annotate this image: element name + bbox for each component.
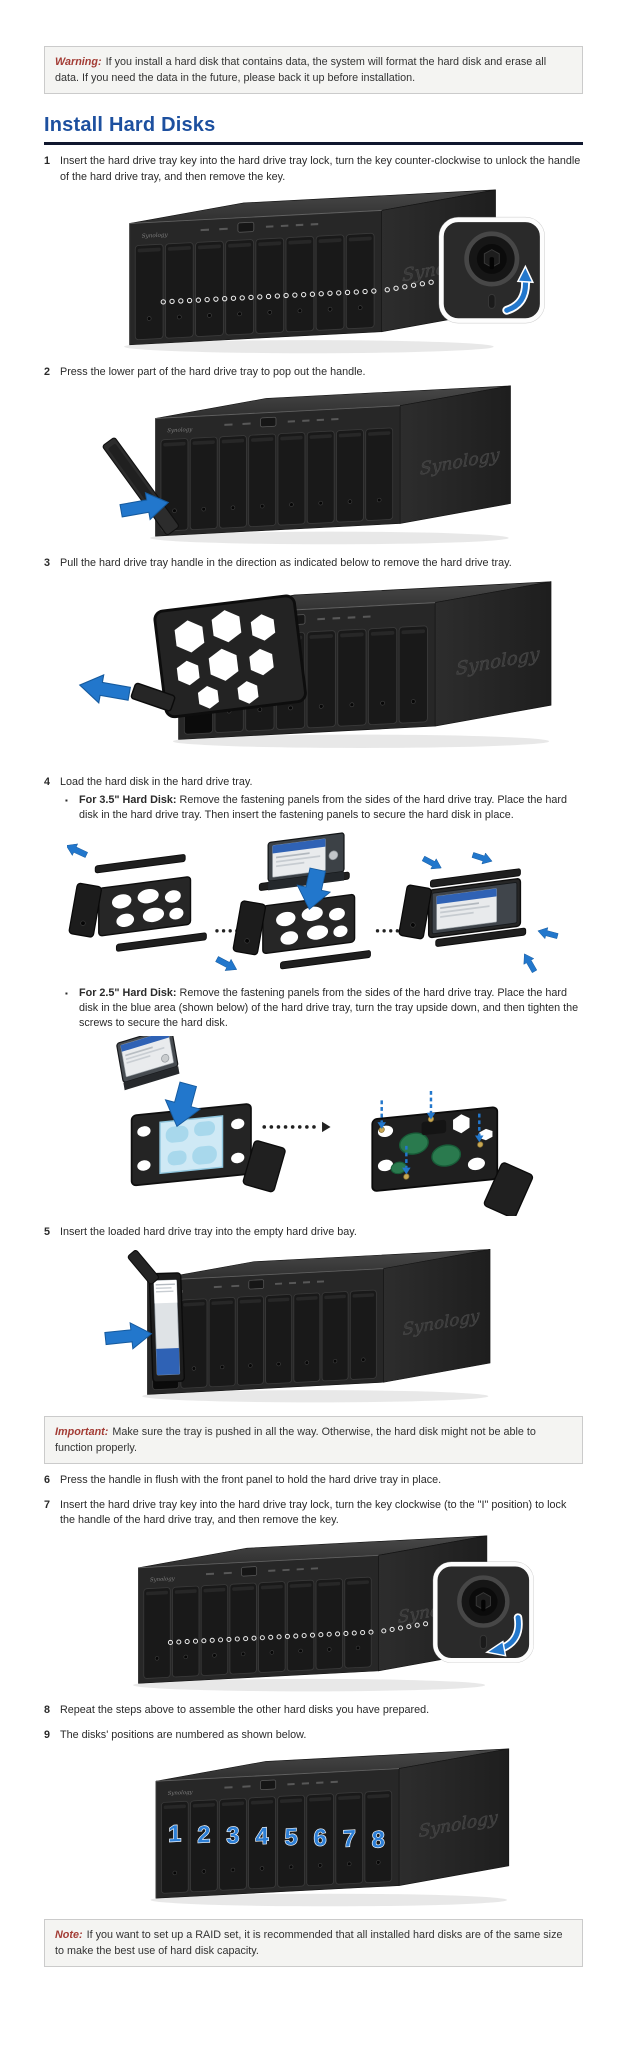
step-4-bullet-25: ▪ For 2.5" Hard Disk:Remove the fastenin… [65, 986, 583, 1032]
step-2-number: 2 [44, 366, 51, 379]
note-label: Note: [55, 1929, 83, 1941]
step-4-number: 4 [44, 775, 51, 788]
svg-text:5: 5 [285, 1823, 298, 1850]
svg-text:Synology: Synology [141, 232, 168, 239]
important-box: Important:Make sure the tray is pushed i… [44, 1415, 583, 1465]
section-title: Install Hard Disks [44, 114, 583, 146]
step-9-number: 9 [44, 1728, 51, 1741]
bullet-35-bold: For 3.5" Hard Disk: [79, 794, 177, 807]
step-4-bullet-35: ▪ For 3.5" Hard Disk:Remove the fastenin… [65, 793, 583, 824]
svg-text:Synology: Synology [150, 1576, 176, 1583]
important-label: Important: [55, 1425, 109, 1438]
step-7-text: Insert the hard drive tray key into the … [60, 1498, 567, 1527]
svg-text:6: 6 [314, 1824, 327, 1851]
step-5: 5 Insert the loaded hard drive tray into… [44, 1225, 583, 1240]
bullet-25-text: For 2.5" Hard Disk:Remove the fastening … [79, 986, 579, 1030]
step-1-number: 1 [44, 155, 51, 168]
warning-label: Warning: [55, 56, 102, 68]
figure-35-assembly [44, 832, 583, 982]
important-text: Make sure the tray is pushed in all the … [55, 1425, 536, 1455]
svg-text:2: 2 [197, 1821, 210, 1848]
warning-text: If you install a hard disk that contains… [55, 56, 547, 85]
step-2-text: Press the lower part of the hard drive t… [60, 366, 366, 379]
svg-text:Synology: Synology [168, 1790, 194, 1797]
step-3-number: 3 [44, 557, 51, 570]
svg-text:4: 4 [256, 1823, 269, 1850]
step-7-number: 7 [44, 1498, 51, 1511]
svg-text:7: 7 [343, 1825, 356, 1852]
bullet-35-text: For 3.5" Hard Disk:Remove the fastening … [79, 794, 568, 822]
step-6: 6 Press the handle in flush with the fro… [44, 1473, 583, 1488]
svg-text:3: 3 [226, 1822, 239, 1849]
step-3-text: Pull the hard drive tray handle in the d… [60, 557, 512, 570]
bullet-25-bold: For 2.5" Hard Disk: [79, 986, 177, 999]
step-6-number: 6 [44, 1474, 51, 1487]
step-6-text: Press the handle in flush with the front… [60, 1474, 442, 1487]
bullet-icon: ▪ [65, 796, 68, 806]
note-text: If you want to set up a RAID set, it is … [55, 1929, 563, 1958]
step-2: 2 Press the lower part of the hard drive… [44, 365, 583, 380]
svg-text:1: 1 [168, 1820, 181, 1847]
step-7: 7 Insert the hard drive tray key into th… [44, 1498, 583, 1529]
warning-box: Warning:If you install a hard disk that … [44, 46, 583, 95]
bullet-icon: ▪ [65, 988, 68, 998]
step-9: 9 The disks' positions are numbered as s… [44, 1728, 583, 1743]
svg-text:Synology: Synology [167, 427, 193, 434]
step-8-text: Repeat the steps above to assemble the o… [60, 1704, 430, 1717]
note-box: Note:If you want to set up a RAID set, i… [44, 1919, 583, 1968]
step-5-number: 5 [44, 1225, 51, 1238]
figure-25-assembly [44, 1035, 583, 1216]
step-4-text: Load the hard disk in the hard drive tra… [60, 775, 253, 788]
step-5-text: Insert the loaded hard drive tray into t… [60, 1225, 357, 1238]
step-4: 4 Load the hard disk in the hard drive t… [44, 775, 583, 790]
step-3: 3 Pull the hard drive tray handle in the… [44, 556, 583, 571]
step-8: 8 Repeat the steps above to assemble the… [44, 1703, 583, 1718]
step-1-text: Insert the hard drive tray key into the … [60, 155, 581, 183]
step-9-text: The disks' positions are numbered as sho… [60, 1728, 307, 1741]
step-1: 1 Insert the hard drive tray key into th… [44, 154, 583, 185]
svg-text:8: 8 [372, 1826, 385, 1853]
tray-25-assembly-sequence [116, 1035, 534, 1216]
tray-35-assembly-sequence [66, 832, 558, 973]
step-8-number: 8 [44, 1704, 51, 1717]
